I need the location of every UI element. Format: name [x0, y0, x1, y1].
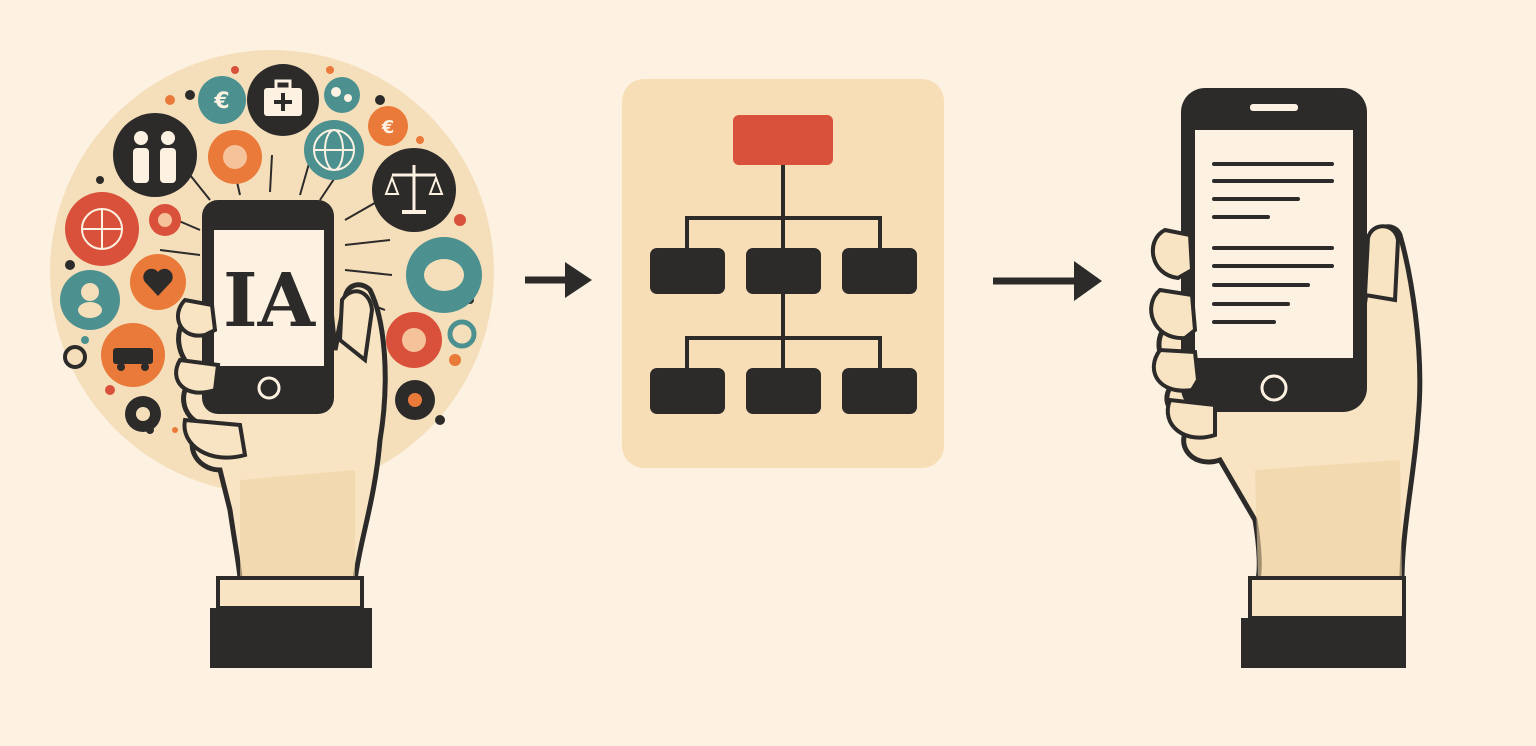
document-text-lines — [1212, 162, 1334, 324]
medical-kit-icon — [247, 64, 319, 136]
svg-text:€: € — [213, 89, 229, 114]
euro-icon-orange: € — [368, 106, 408, 146]
gear-icon — [125, 396, 161, 432]
baby-icon — [60, 270, 120, 330]
euro-icon: € — [198, 76, 246, 124]
left-hand-fingers — [174, 289, 375, 460]
icon-cloud-illustration: € € — [50, 50, 494, 668]
level-2-node — [746, 248, 821, 294]
virus-icon — [208, 130, 262, 184]
scales-icon — [372, 148, 456, 232]
level-2-node — [842, 248, 917, 294]
ring-icon — [447, 319, 477, 349]
germ-icon — [324, 77, 360, 113]
document-phone — [1181, 88, 1367, 412]
germ-icon-dark — [395, 380, 435, 420]
virus-icon-small — [149, 204, 181, 236]
arrow-right-icon — [525, 262, 592, 298]
document-phone-illustration — [1149, 88, 1423, 668]
car-icon — [101, 323, 165, 387]
family-icon — [113, 113, 197, 197]
virus-icon-right — [386, 312, 442, 368]
globe-icon-red — [65, 192, 139, 266]
svg-text:€: € — [381, 117, 395, 138]
globe-icon — [304, 120, 364, 180]
hierarchy-diagram — [622, 79, 944, 468]
ring-icon-left — [63, 345, 87, 369]
heart-icon — [130, 254, 186, 310]
level-2-node — [650, 248, 725, 294]
arrow-right-icon — [993, 261, 1102, 301]
phone-screen-label: IA — [223, 258, 317, 344]
level-3-node — [650, 368, 725, 414]
root-node — [733, 115, 833, 165]
level-3-node — [842, 368, 917, 414]
level-3-node — [746, 368, 821, 414]
brain-icon — [406, 237, 482, 313]
right-hand-fingers — [1149, 224, 1401, 440]
ia-phone: IA — [202, 200, 334, 414]
